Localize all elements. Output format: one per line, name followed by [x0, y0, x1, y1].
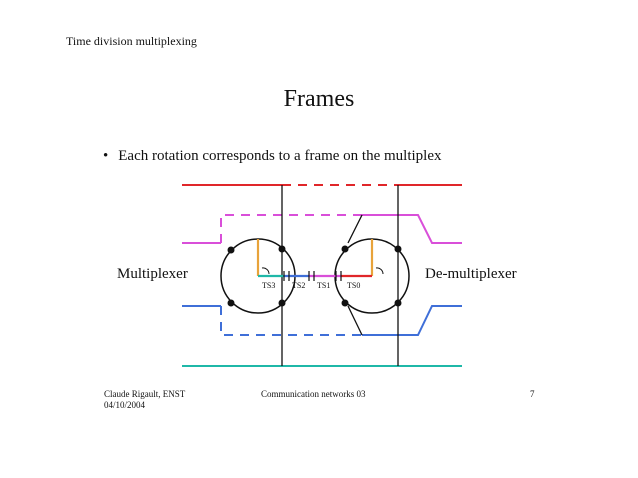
- slide-title: Frames: [283, 86, 355, 112]
- bullet-text: Each rotation corresponds to a frame on …: [118, 148, 442, 164]
- timeslot-label-ts1: TS1: [317, 281, 330, 290]
- bullet-symbol: •: [103, 148, 109, 164]
- rotation-arrow-icon: [261, 267, 270, 275]
- footer-date: 04/10/2004: [104, 400, 146, 410]
- footer-page-number: 7: [530, 389, 535, 399]
- rotation-arrow-icon: [375, 267, 384, 275]
- footer-author-block: Claude Rigault, ENST 04/10/2004: [104, 389, 185, 411]
- footer-author: Claude Rigault, ENST: [104, 389, 186, 399]
- timeslot-label-ts3: TS3: [262, 281, 275, 290]
- bullet-item: • Each rotation corresponds to a frame on…: [103, 148, 442, 165]
- timeslot-label-ts0: TS0: [347, 281, 360, 290]
- blue-channel-line: [182, 305, 462, 336]
- slide-header: Time division multiplexing: [66, 34, 197, 48]
- magenta-channel-line: [182, 214, 462, 244]
- demultiplexer-label: De-multiplexer: [425, 266, 517, 282]
- timeslot-label-ts2: TS2: [292, 281, 305, 290]
- footer-course: Communication networks 03: [261, 389, 366, 399]
- timeslot-ticks: [283, 271, 342, 281]
- multiplexer-label: Multiplexer: [117, 266, 188, 282]
